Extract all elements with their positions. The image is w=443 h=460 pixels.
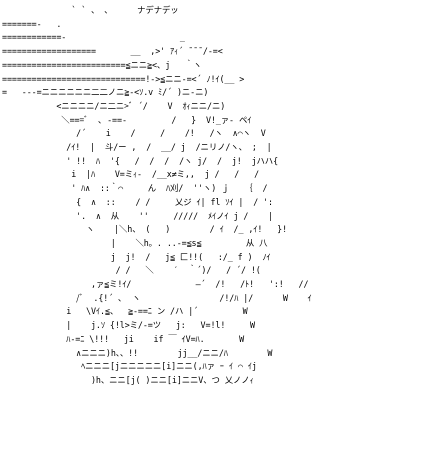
ascii-art-text: ` ` 、 、 ナデナデッ =======- . ============- _… (2, 5, 312, 385)
